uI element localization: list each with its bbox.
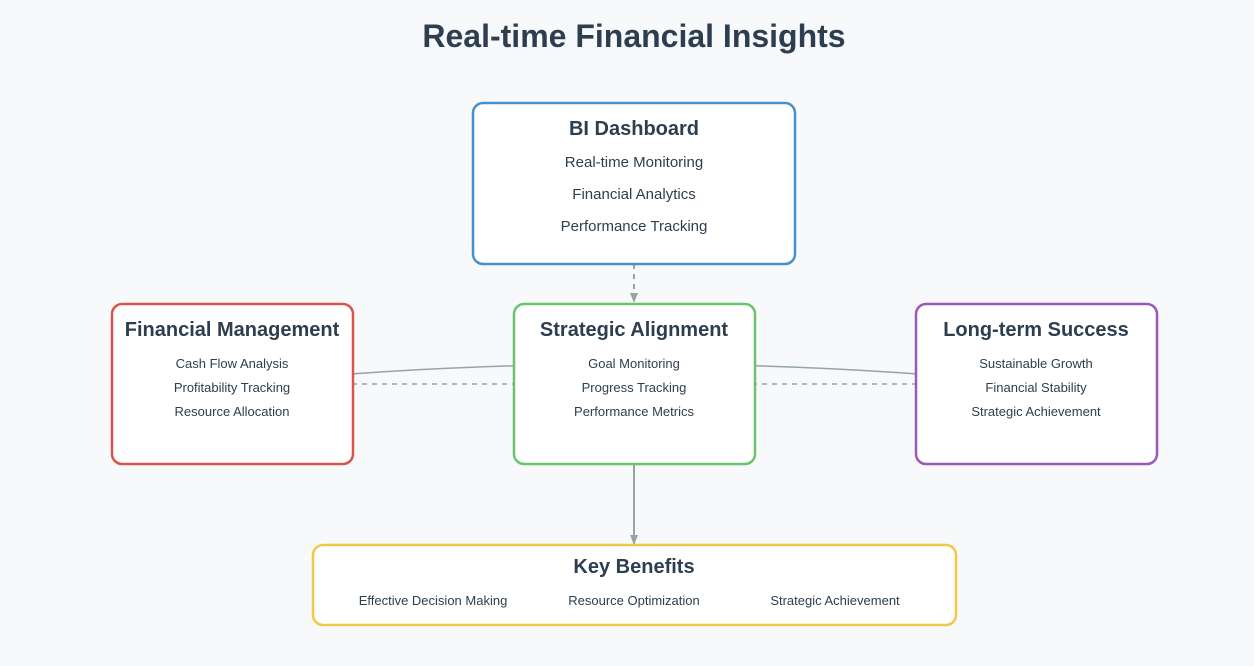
page-title: Real-time Financial Insights	[422, 18, 845, 54]
benefits-item: Strategic Achievement	[770, 593, 900, 608]
strategic-item: Goal Monitoring	[588, 356, 680, 371]
benefits-item: Resource Optimization	[568, 593, 700, 608]
benefits-title: Key Benefits	[573, 556, 694, 578]
dashboard-box: BI Dashboard Real-time Monitoring Financ…	[471, 101, 797, 266]
longterm-box: Long-term Success Sustainable Growth Fin…	[914, 302, 1159, 466]
dashboard-item: Financial Analytics	[572, 186, 695, 203]
strategic-item: Progress Tracking	[582, 380, 687, 395]
dashboard-item: Performance Tracking	[561, 218, 708, 235]
financial-item: Profitability Tracking	[174, 380, 290, 395]
strategic-item: Performance Metrics	[574, 404, 694, 419]
dashboard-title: BI Dashboard	[569, 118, 699, 140]
financial-item: Resource Allocation	[175, 404, 290, 419]
longterm-title: Long-term Success	[943, 319, 1129, 341]
strategic-title: Strategic Alignment	[540, 319, 729, 341]
dashboard-item: Real-time Monitoring	[565, 154, 703, 171]
financial-item: Cash Flow Analysis	[176, 356, 289, 371]
financial-box: Financial Management Cash Flow Analysis …	[110, 302, 355, 466]
longterm-item: Strategic Achievement	[971, 404, 1101, 419]
longterm-item: Sustainable Growth	[979, 356, 1092, 371]
strategic-box: Strategic Alignment Goal Monitoring Prog…	[512, 302, 757, 466]
benefits-box: Key Benefits Effective Decision Making R…	[311, 543, 958, 627]
benefits-item: Effective Decision Making	[359, 593, 508, 608]
longterm-item: Financial Stability	[985, 380, 1087, 395]
financial-title: Financial Management	[125, 319, 340, 341]
